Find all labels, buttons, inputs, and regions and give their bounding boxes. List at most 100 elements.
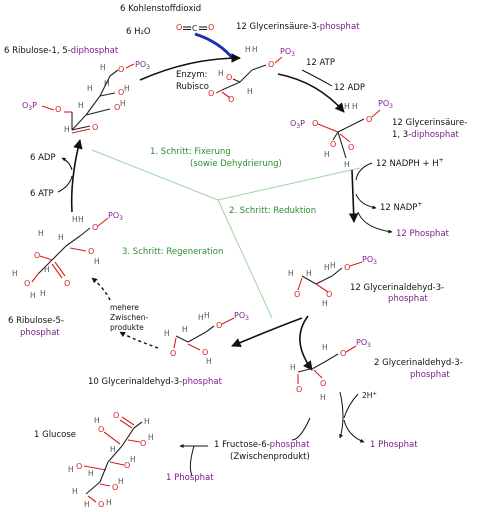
- svg-text:H: H: [110, 445, 116, 454]
- nadp-out: [355, 193, 377, 210]
- svg-text:O: O: [124, 461, 130, 470]
- svg-text:O: O: [226, 73, 232, 82]
- svg-text:O: O: [208, 89, 214, 98]
- svg-text:O: O: [88, 247, 94, 256]
- co2-label: 6 Kohlenstoffdioxid: [120, 4, 201, 14]
- svg-text:H: H: [58, 233, 64, 242]
- fructose-label-line2: (Zwischenprodukt): [230, 452, 310, 462]
- svg-text:H: H: [330, 261, 336, 270]
- g3p2-label-line1: 2 Glycerinaldehyd-3-: [374, 358, 463, 368]
- svg-text:H: H: [344, 102, 350, 111]
- fructose-label-line1: 1 Fructose-6-phosphat: [214, 440, 310, 450]
- water-label: 6 H₂O: [126, 27, 151, 37]
- svg-text:O: O: [216, 321, 222, 330]
- adp6-label: 6 ADP: [30, 153, 56, 163]
- step3-label: 3. Schritt: Regeneration: [122, 247, 223, 257]
- co2-molecule: O C O: [176, 23, 214, 33]
- svg-text:O: O: [24, 279, 30, 288]
- ru5p-label-line2: phosphat: [20, 328, 60, 338]
- svg-text:O: O: [294, 290, 300, 299]
- svg-text:H: H: [94, 416, 100, 425]
- svg-text:H: H: [64, 125, 70, 134]
- intermediates-line2: Zwischen-: [110, 313, 149, 322]
- svg-text:H: H: [352, 102, 358, 111]
- svg-text:H: H: [206, 357, 212, 366]
- svg-text:H: H: [130, 455, 136, 464]
- svg-text:PO3: PO3: [356, 338, 371, 349]
- g3p10-label: 10 Glycerinaldehyd-3-phosphat: [88, 377, 223, 387]
- svg-text:O: O: [312, 119, 318, 128]
- adp6-out: [61, 157, 73, 171]
- enzyme-label: Enzym:: [176, 70, 207, 80]
- svg-text:H: H: [72, 487, 78, 496]
- svg-text:H: H: [344, 160, 350, 169]
- svg-text:H: H: [182, 325, 188, 334]
- svg-text:O: O: [320, 379, 326, 388]
- svg-text:O: O: [344, 263, 350, 272]
- arrow-phosphorylation: [277, 73, 345, 113]
- nadph-label: 12 NADPH + H+: [376, 157, 444, 169]
- phosphat12-label: 12 Phosphat: [396, 229, 450, 239]
- svg-text:H: H: [204, 311, 210, 320]
- svg-text:O3P: O3P: [22, 101, 37, 112]
- g3p12-molecule: PO3 O H H H O H O H: [288, 255, 377, 308]
- svg-text:H: H: [30, 291, 36, 300]
- svg-text:O: O: [118, 88, 124, 97]
- svg-text:H: H: [324, 263, 330, 272]
- phosphat1b-label: 1 Phosphat: [166, 473, 214, 483]
- intermediates-line3: produkte: [110, 323, 144, 332]
- adp12-label: 12 ADP: [334, 83, 365, 93]
- svg-text:O: O: [98, 425, 104, 434]
- svg-text:H: H: [252, 45, 258, 54]
- phosphat1a-out: [343, 419, 365, 443]
- svg-text:O: O: [348, 143, 354, 152]
- svg-text:H: H: [288, 269, 294, 278]
- svg-text:H: H: [247, 87, 253, 96]
- svg-text:H: H: [88, 469, 94, 478]
- svg-text:O: O: [92, 223, 98, 232]
- svg-text:O: O: [92, 123, 98, 132]
- svg-text:O: O: [98, 500, 104, 509]
- svg-text:H: H: [148, 433, 154, 442]
- svg-text:H: H: [218, 69, 224, 78]
- bpg-molecule: PO3 O H H O H O O3P O H: [290, 99, 393, 169]
- svg-text:H: H: [306, 269, 312, 278]
- arrow-to-intermediates: [119, 331, 159, 349]
- arrow-to-g3p2: [299, 315, 313, 371]
- h2plus-in: [343, 393, 359, 419]
- g3p2-label-line2: phosphat: [410, 370, 450, 380]
- atp6-in: [57, 175, 73, 193]
- arrow-to-fructose-split: [339, 391, 344, 439]
- svg-text:O: O: [228, 95, 234, 104]
- svg-text:O: O: [366, 115, 372, 124]
- svg-text:H: H: [12, 269, 18, 278]
- svg-text:H: H: [87, 84, 93, 93]
- svg-text:H: H: [118, 477, 124, 486]
- nadp-label: 12 NADP+: [380, 201, 422, 213]
- svg-text:O: O: [340, 349, 346, 358]
- step2-label: 2. Schritt: Reduktion: [229, 206, 316, 216]
- svg-text:O3P: O3P: [290, 119, 305, 130]
- svg-text:O: O: [326, 290, 332, 299]
- svg-text:H: H: [245, 45, 251, 54]
- svg-text:H: H: [144, 417, 150, 426]
- bpg-label-line2: 1, 3-diphosphat: [392, 130, 459, 140]
- svg-text:H: H: [164, 329, 170, 338]
- svg-text:H: H: [120, 99, 126, 108]
- svg-text:H: H: [106, 498, 112, 507]
- phosphat1b-branch: [189, 445, 195, 477]
- ru5p-label-line1: 6 Ribulose-5-: [8, 316, 64, 326]
- atp12-in: [301, 69, 333, 87]
- step1-label: 1. Schritt: Fixerung: [150, 147, 231, 157]
- g3p12-label-line2: phosphat: [388, 294, 428, 304]
- pga-molecule: PO3 O H H O H H O O: [208, 45, 295, 104]
- svg-text:PO3: PO3: [135, 60, 150, 71]
- svg-text:H: H: [100, 63, 106, 72]
- svg-text:O: O: [64, 279, 70, 288]
- svg-text:H: H: [84, 500, 90, 509]
- g3p2-molecule: PO3 O H O H O H: [290, 338, 371, 402]
- svg-text:O: O: [208, 23, 214, 32]
- svg-text:H: H: [68, 465, 74, 474]
- step-dividers: [91, 149, 361, 319]
